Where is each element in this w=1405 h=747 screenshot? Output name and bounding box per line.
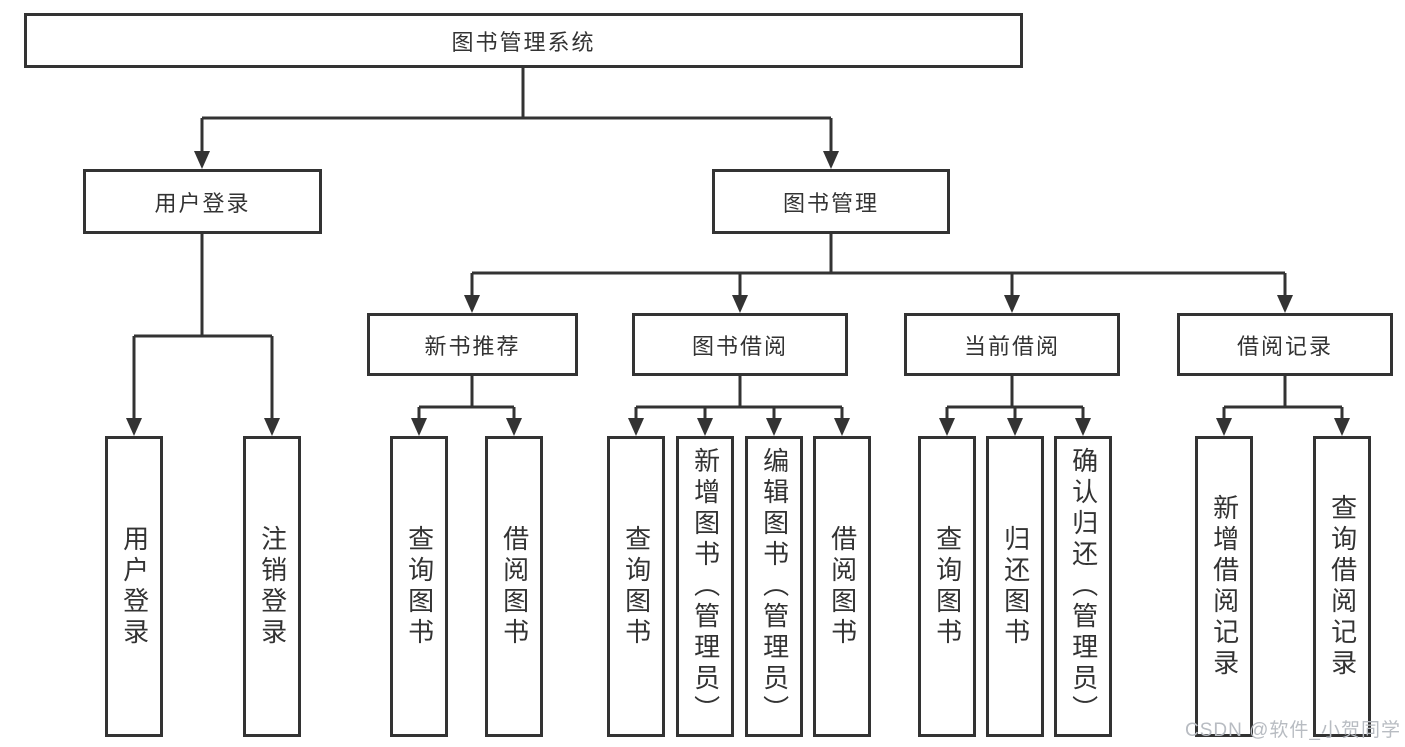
leaf-label: 新增图书（管理员） (690, 447, 721, 726)
leaf-label: 用户登录 (119, 524, 150, 649)
leaf-add-borrow-record: 新增借阅记录 (1195, 436, 1253, 737)
leaf-confirm-return-admin: 确认归还（管理员） (1054, 436, 1112, 737)
leaf-borrow-books-borrowing: 借阅图书 (813, 436, 871, 737)
leaf-label: 编辑图书（管理员） (759, 447, 790, 726)
leaf-label: 查询图书 (932, 524, 963, 649)
arrowhead-icons (126, 151, 1350, 436)
leaf-logout: 注销登录 (243, 436, 301, 737)
leaf-query-books-borrowing: 查询图书 (607, 436, 665, 737)
node-book-management: 图书管理 (712, 169, 950, 234)
leaf-label: 借阅图书 (827, 524, 858, 649)
node-book-borrowing: 图书借阅 (632, 313, 848, 376)
leaf-return-books: 归还图书 (986, 436, 1044, 737)
node-borrowing-records: 借阅记录 (1177, 313, 1393, 376)
leaf-query-borrow-record: 查询借阅记录 (1313, 436, 1371, 737)
node-current-borrowing: 当前借阅 (904, 313, 1120, 376)
leaf-query-books-current: 查询图书 (918, 436, 976, 737)
leaf-label: 查询借阅记录 (1327, 493, 1358, 680)
node-user-login: 用户登录 (83, 169, 322, 234)
leaf-query-books-recommend: 查询图书 (390, 436, 448, 737)
leaf-add-books-admin: 新增图书（管理员） (676, 436, 734, 737)
node-library-management-system: 图书管理系统 (24, 13, 1023, 68)
leaf-edit-books-admin: 编辑图书（管理员） (745, 436, 803, 737)
leaf-user-login: 用户登录 (105, 436, 163, 737)
node-new-book-recommendation: 新书推荐 (367, 313, 578, 376)
leaf-borrow-books-recommend: 借阅图书 (485, 436, 543, 737)
leaf-label: 新增借阅记录 (1209, 493, 1240, 680)
csdn-watermark: CSDN @软件_小贺同学 (1185, 720, 1401, 741)
leaf-label: 查询图书 (404, 524, 435, 649)
leaf-label: 归还图书 (1000, 524, 1031, 649)
leaf-label: 借阅图书 (499, 524, 530, 649)
leaf-label: 查询图书 (621, 524, 652, 649)
leaf-label: 注销登录 (257, 524, 288, 649)
leaf-label: 确认归还（管理员） (1068, 447, 1099, 726)
connector-paths (132, 68, 1344, 419)
